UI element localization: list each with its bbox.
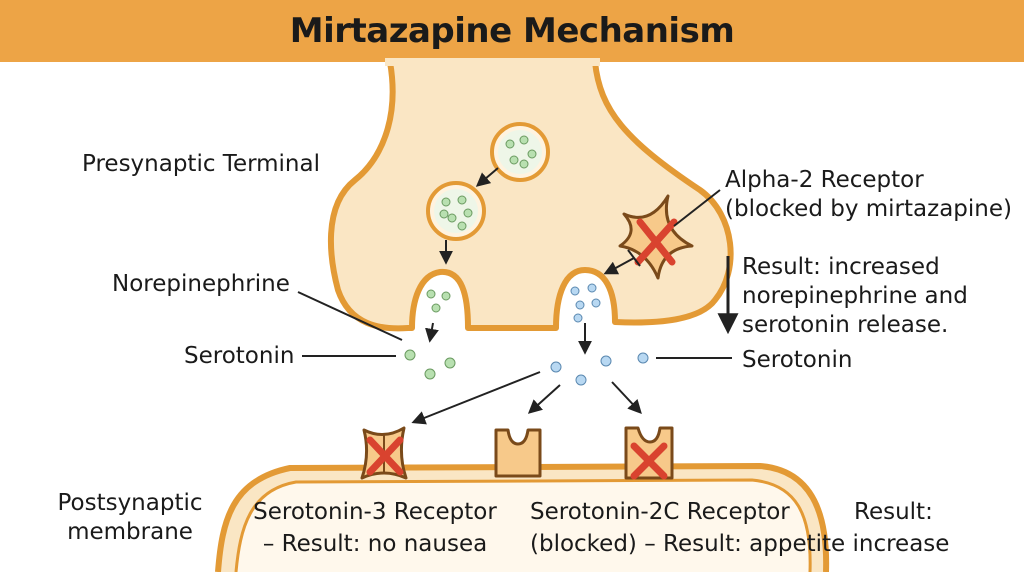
postsynaptic-label-line2: membrane — [67, 519, 193, 545]
result-release-line1: Result: increased — [742, 254, 940, 280]
page-title: Mirtazapine Mechanism — [289, 11, 735, 51]
release-arrow-left — [425, 322, 439, 343]
serotonin-receptor-middle — [494, 428, 542, 478]
red-x-icon — [634, 218, 678, 266]
serotonin-2c-label-line2: (blocked) – Result: appetite increase — [530, 531, 950, 557]
arrow-to-middle-receptor — [527, 384, 561, 414]
serotonin-left-label: Serotonin — [184, 343, 295, 369]
result-release-line2: norepinephrine and — [742, 283, 968, 309]
alpha2-pointer — [673, 189, 721, 227]
vesicle-top — [490, 122, 550, 182]
result-release-line3: serotonin release. — [742, 312, 949, 338]
serotonin-2c-receptor — [624, 426, 674, 480]
cleft-serotonin-dots — [550, 352, 649, 386]
vesicle-serotonin-release — [570, 283, 601, 323]
red-x-icon — [366, 436, 404, 476]
red-x-icon — [630, 442, 668, 480]
alpha2-label-line2: (blocked by mirtazapine) — [725, 196, 1012, 222]
t-bar-inhibition-icon — [603, 249, 641, 275]
alpha2-label-line1: Alpha-2 Receptor — [725, 167, 924, 193]
serotonin-2c-label-line1: Serotonin-2C Receptor — [530, 499, 790, 525]
arrow-to-5ht2c — [611, 381, 642, 415]
arrow-to-5ht3 — [411, 371, 541, 425]
serotonin-right-label: Serotonin — [742, 347, 853, 373]
vesicle-arrow-1 — [475, 167, 499, 187]
presynaptic-terminal — [327, 59, 734, 332]
vesicle-norepinephrine-release — [426, 289, 451, 313]
postsynaptic-label-line1: Postsynaptic — [57, 490, 203, 516]
title-bar: Mirtazapine Mechanism — [0, 0, 1024, 62]
postsynaptic-inner — [234, 478, 812, 572]
presynaptic-terminal-label: Presynaptic Terminal — [82, 151, 320, 177]
result-right-label: Result: — [854, 499, 933, 525]
norepinephrine-pointer — [297, 291, 403, 341]
norepinephrine-label: Norepinephrine — [112, 271, 290, 297]
serotonin-3-label-line1: Serotonin-3 Receptor — [253, 499, 497, 525]
serotonin-3-label-line2: – Result: no nausea — [262, 531, 488, 557]
vesicle-middle — [426, 181, 486, 241]
cleft-norepinephrine-dots — [404, 349, 456, 380]
